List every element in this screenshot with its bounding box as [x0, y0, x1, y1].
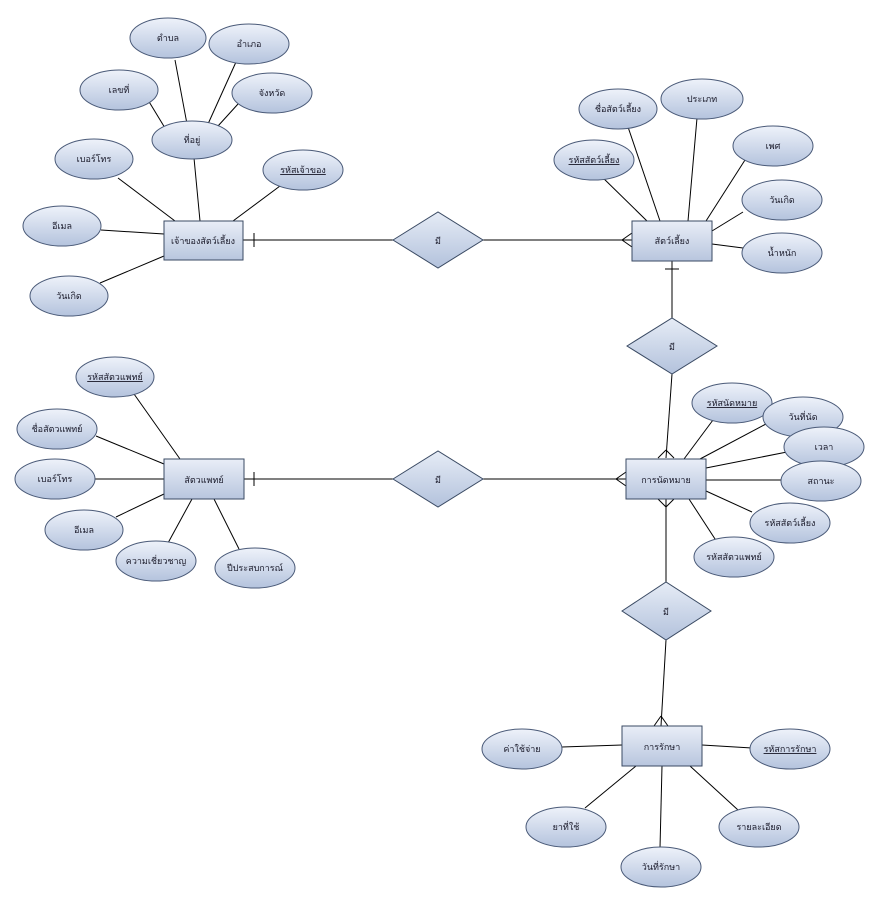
attribute-label: รหัสเจ้าของ: [280, 165, 326, 176]
attr-treatment-cost[interactable]: ค่าใช้จ่าย: [481, 728, 563, 770]
attr-owner-house-no[interactable]: เลขที่: [79, 69, 159, 111]
attr-vet-expertise[interactable]: ความเชี่ยวชาญ: [115, 540, 197, 582]
attribute-label: รหัสสัตว์เลี้ยง: [765, 516, 816, 529]
attribute-label: เบอร์โทร: [38, 473, 73, 485]
attr-pet-type[interactable]: ประเภท: [660, 78, 744, 120]
attribute-label: ความเชี่ยวชาญ: [126, 554, 187, 567]
attribute-label: ประเภท: [687, 95, 717, 105]
attr-vet-phone[interactable]: เบอร์โทร: [14, 458, 96, 500]
attr-owner-district[interactable]: อำเภอ: [208, 23, 290, 65]
attr-owner-birthdate[interactable]: วันเกิด: [29, 275, 109, 317]
attribute-label: สถานะ: [808, 477, 835, 487]
attribute-label: น้ำหนัก: [768, 246, 797, 259]
entity-appointment[interactable]: การนัดหมาย: [625, 458, 707, 500]
entity-pet[interactable]: สัตว์เลี้ยง: [631, 220, 713, 262]
relationship-appointment-treatment[interactable]: มี: [621, 581, 712, 641]
relationship-label: มี: [435, 475, 441, 486]
attr-pet-name[interactable]: ชื่อสัตว์เลี้ยง: [578, 88, 658, 130]
entity-vet[interactable]: สัตวแพทย์: [163, 458, 245, 500]
attr-pet-weight[interactable]: น้ำหนัก: [741, 232, 823, 274]
attribute-label: วันที่รักษา: [642, 860, 680, 873]
entity-label: เจ้าของสัตว์เลี้ยง: [171, 234, 235, 247]
attr-vet-email[interactable]: อีเมล: [44, 509, 124, 551]
attribute-label: วันเกิด: [769, 195, 795, 206]
attribute-label: ยาที่ใช้: [553, 820, 580, 833]
attr-appointment-status[interactable]: สถานะ: [780, 460, 862, 502]
attr-pet-birthdate[interactable]: วันเกิด: [741, 179, 823, 221]
attribute-label: รหัสนัดหมาย: [707, 399, 757, 409]
attribute-label: ที่อยู่: [184, 133, 201, 146]
attr-treatment-date[interactable]: วันที่รักษา: [620, 846, 702, 888]
attribute-label: รหัสการรักษา: [764, 745, 817, 755]
attribute-label: ค่าใช้จ่าย: [503, 744, 540, 755]
entity-treatment[interactable]: การรักษา: [621, 725, 703, 767]
entity-label: สัตว์เลี้ยง: [655, 234, 690, 247]
attribute-label: รหัสสัตว์เลี้ยง: [569, 153, 620, 166]
attr-pet-sex[interactable]: เพศ: [732, 125, 814, 167]
attribute-label: ชื่อสัตวแพทย์: [32, 422, 83, 435]
attribute-label: อำเภอ: [237, 39, 262, 50]
attribute-label: วันเกิด: [56, 291, 82, 302]
attribute-label: ปีประสบการณ์: [227, 562, 283, 574]
attribute-label: เพศ: [766, 142, 781, 152]
attr-appointment-id[interactable]: รหัสนัดหมาย: [691, 382, 773, 424]
attribute-label: รายละเอียด: [736, 822, 781, 833]
attr-owner-owner-id[interactable]: รหัสเจ้าของ: [262, 149, 344, 191]
relationship-label: มี: [663, 607, 669, 618]
attr-owner-subdistrict[interactable]: ตำบล: [129, 17, 207, 59]
attribute-label: เลขที่: [109, 83, 130, 96]
attribute-label: ชื่อสัตว์เลี้ยง: [595, 102, 641, 115]
attr-vet-id[interactable]: รหัสสัตวแพทย์: [75, 356, 155, 398]
attribute-label: เวลา: [815, 443, 834, 453]
entity-label: การรักษา: [644, 743, 681, 753]
attribute-label: อีเมล: [74, 525, 94, 536]
attribute-label: เบอร์โทร: [77, 153, 112, 165]
attr-treatment-id[interactable]: รหัสการรักษา: [749, 728, 831, 770]
attribute-label: อีเมล: [52, 221, 72, 232]
attr-appointment-pet-id[interactable]: รหัสสัตว์เลี้ยง: [749, 502, 831, 544]
entity-label: สัตวแพทย์: [184, 474, 223, 486]
attr-pet-id[interactable]: รหัสสัตว์เลี้ยง: [553, 139, 635, 181]
cardinality-one-marks: [253, 233, 679, 486]
attr-treatment-medicine[interactable]: ยาที่ใช้: [525, 806, 607, 848]
attribute-label: วันที่นัด: [788, 410, 817, 423]
entity-label: การนัดหมาย: [641, 476, 691, 486]
attribute-label: จังหวัด: [259, 89, 286, 99]
relationship-label: มี: [669, 342, 675, 353]
attr-vet-name[interactable]: ชื่อสัตวแพทย์: [16, 408, 98, 450]
relationship-owner-pet[interactable]: มี: [392, 211, 484, 269]
attribute-label: รหัสสัตวแพทย์: [706, 551, 762, 563]
relationship-pet-appointment[interactable]: มี: [626, 317, 718, 375]
connector-lines: [95, 59, 788, 849]
attr-owner-email[interactable]: อีเมล: [22, 205, 102, 247]
attr-owner-phone[interactable]: เบอร์โทร: [54, 138, 134, 180]
attribute-label: รหัสสัตวแพทย์: [87, 371, 143, 383]
attr-appointment-vet-id[interactable]: รหัสสัตวแพทย์: [693, 536, 775, 578]
attr-vet-experience[interactable]: ปีประสบการณ์: [214, 547, 296, 589]
attr-treatment-details[interactable]: รายละเอียด: [718, 806, 800, 848]
entity-owner[interactable]: เจ้าของสัตว์เลี้ยง: [163, 220, 244, 261]
attribute-label: ตำบล: [157, 33, 179, 44]
attr-owner-address[interactable]: ที่อยู่: [151, 120, 233, 160]
attr-owner-province[interactable]: จังหวัด: [231, 72, 313, 114]
relationship-vet-appointment[interactable]: มี: [392, 450, 484, 508]
relationship-label: มี: [435, 236, 441, 247]
